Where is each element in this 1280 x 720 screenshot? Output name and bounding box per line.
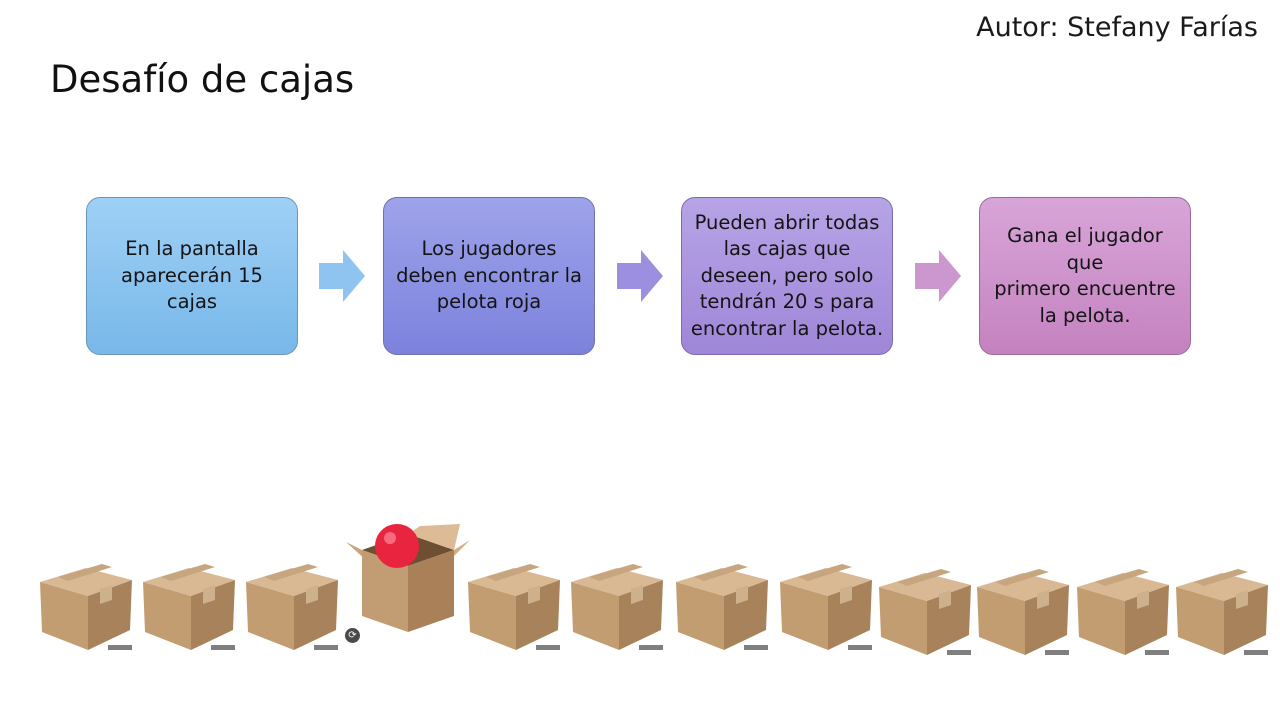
box-caption [1145, 650, 1169, 655]
box-caption [108, 645, 132, 650]
cardboard-box-icon [468, 564, 560, 650]
cardboard-box-icon [977, 569, 1069, 655]
right-arrow-icon [319, 250, 365, 302]
box-caption [848, 645, 872, 650]
cardboard-box-icon [40, 564, 132, 650]
cardboard-box-icon [780, 564, 872, 650]
author-label: Autor: Stefany Farías [976, 12, 1258, 43]
cardboard-box-icon [143, 564, 235, 650]
right-arrow-icon [915, 250, 961, 302]
cardboard-box-icon [571, 564, 663, 650]
cardboard-box-icon [879, 569, 971, 655]
box-caption [211, 645, 235, 650]
box-caption [744, 645, 768, 650]
reload-icon: ⟳ [345, 628, 360, 643]
step-3-text: Pueden abrir todas las cajas que deseen,… [690, 210, 884, 340]
step-1-text: En la pantalla aparecerán 15 cajas [121, 237, 263, 314]
box-caption [947, 650, 971, 655]
box-caption [1045, 650, 1069, 655]
cardboard-box-icon [246, 564, 338, 650]
box-caption [1244, 650, 1268, 655]
cardboard-box-icon [1077, 569, 1169, 655]
step-2-text: Los jugadores deben encontrar la pelota … [396, 237, 582, 314]
slide-title: Desafío de cajas [50, 58, 355, 101]
step-3-box: Pueden abrir todas las cajas que deseen,… [681, 197, 893, 355]
box-caption [536, 645, 560, 650]
step-4-text: Gana el jugador que primero encuentre la… [994, 224, 1176, 327]
box-caption [314, 645, 338, 650]
cardboard-box-icon [1176, 569, 1268, 655]
step-1-box: En la pantalla aparecerán 15 cajas [86, 197, 298, 355]
box-caption [639, 645, 663, 650]
step-2-box: Los jugadores deben encontrar la pelota … [383, 197, 595, 355]
cardboard-box-icon [676, 564, 768, 650]
open-box-icon [346, 524, 470, 632]
right-arrow-icon [617, 250, 663, 302]
step-4-box: Gana el jugador que primero encuentre la… [979, 197, 1191, 355]
red-ball-icon [375, 524, 419, 568]
